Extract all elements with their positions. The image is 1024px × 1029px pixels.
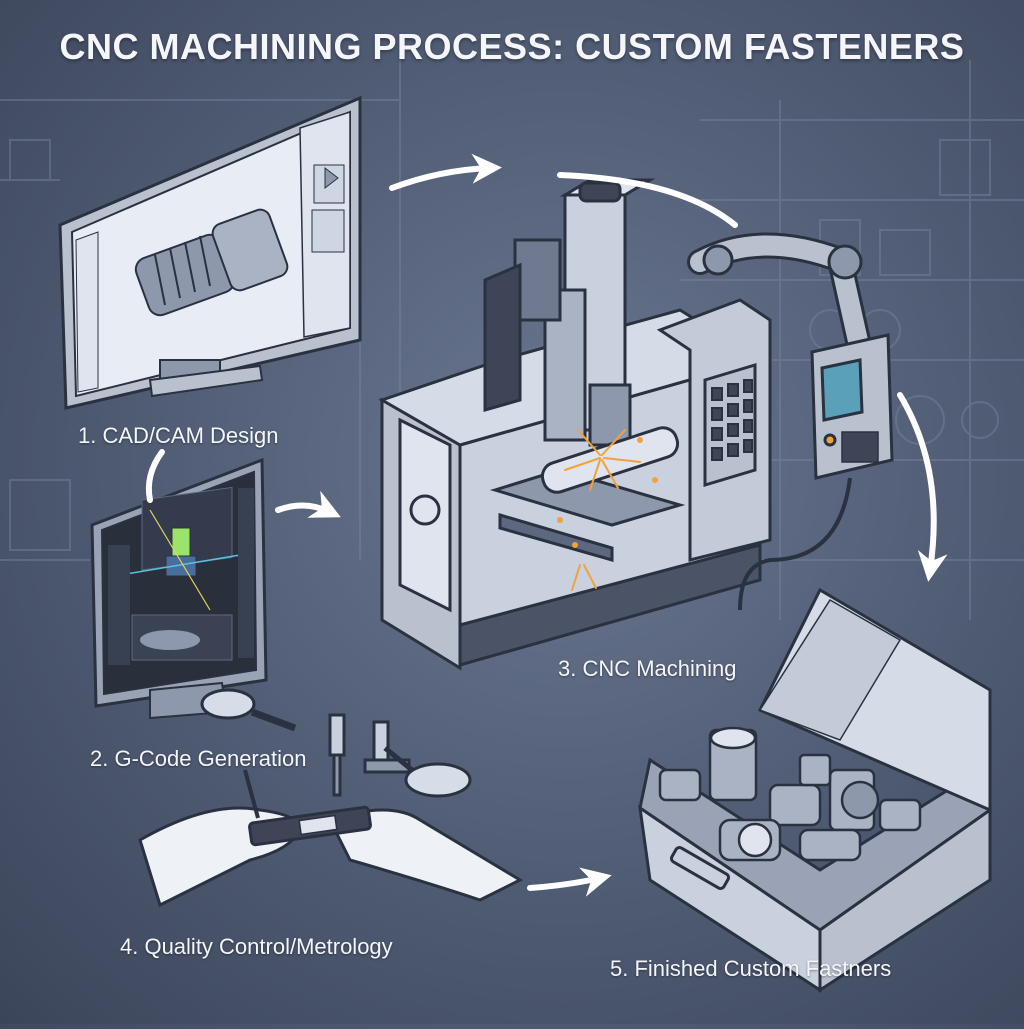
machining-sparks — [557, 429, 658, 591]
arrow-gcode-to-machine — [275, 490, 341, 518]
metrology-tools — [328, 713, 472, 798]
arrow-pendant-to-box — [897, 392, 948, 582]
arrow-qc-to-box — [527, 867, 612, 897]
cnc-machine — [378, 178, 772, 671]
machine-keypad — [711, 379, 753, 461]
robot-arm — [687, 232, 873, 363]
inspector-hands — [138, 769, 524, 908]
step-label-cad-cam: 1. CAD/CAM Design — [78, 423, 279, 448]
arrow-design-to-machine — [389, 153, 502, 191]
finished-fasteners — [658, 726, 922, 862]
step-label-gcode: 2. G-Code Generation — [90, 746, 307, 771]
fastener-box — [638, 587, 992, 993]
step-label-finished: 5. Finished Custom Fastners — [610, 956, 892, 981]
step-label-qc: 4. Quality Control/Metrology — [120, 934, 393, 959]
flow-arrows — [145, 153, 948, 897]
bolt-model — [134, 208, 289, 317]
gcode-monitor — [90, 457, 268, 720]
cad-monitor — [58, 95, 362, 410]
arrow-design-to-gcode — [145, 449, 165, 503]
step-label-cnc: 3. CNC Machining — [558, 656, 737, 681]
control-pendant — [738, 333, 894, 611]
page-title: CNC MACHINING PROCESS: CUSTOM FASTENERS — [59, 26, 965, 67]
arrow-machine-to-pendant — [557, 172, 738, 228]
magnifier-icon — [200, 688, 297, 732]
